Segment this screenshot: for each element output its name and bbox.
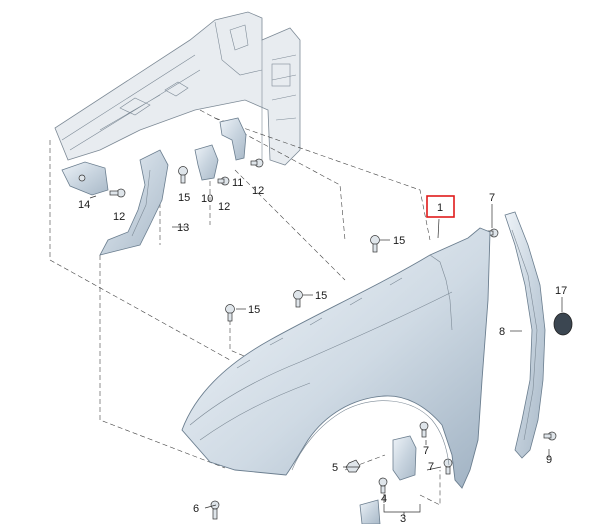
bolt-15b bbox=[370, 235, 380, 253]
callout-7-low[interactable]: 7 bbox=[428, 461, 434, 473]
callout-9[interactable]: 9 bbox=[546, 454, 552, 466]
seal-strip-8 bbox=[504, 211, 546, 459]
fasteners bbox=[109, 158, 557, 520]
callout-5[interactable]: 5 bbox=[332, 462, 338, 474]
callout-7-mid[interactable]: 7 bbox=[423, 445, 429, 457]
callout-3[interactable]: 3 bbox=[400, 513, 406, 524]
callout-15-c[interactable]: 15 bbox=[248, 304, 260, 316]
selected-part-highlight bbox=[426, 195, 455, 218]
plug-17 bbox=[553, 312, 573, 336]
callout-15-a[interactable]: 15 bbox=[393, 235, 405, 247]
bolt-7b bbox=[419, 421, 429, 438]
bracket-3 bbox=[359, 435, 417, 524]
callout-14[interactable]: 14 bbox=[78, 199, 90, 211]
bracket-14 bbox=[61, 161, 109, 196]
bolt-4 bbox=[378, 477, 388, 494]
callout-1[interactable]: 1 bbox=[437, 202, 443, 214]
body-frame bbox=[54, 11, 301, 166]
callout-8[interactable]: 8 bbox=[499, 326, 505, 338]
bracket-11 bbox=[219, 117, 247, 161]
callout-12-c[interactable]: 12 bbox=[252, 185, 264, 197]
bolt-15a bbox=[178, 166, 188, 184]
callout-17[interactable]: 17 bbox=[555, 285, 567, 297]
callout-12-b[interactable]: 12 bbox=[218, 201, 230, 213]
bolt-12c bbox=[250, 158, 264, 168]
callout-12-a[interactable]: 12 bbox=[113, 211, 125, 223]
callout-labels: 1 7 8 17 9 7 7 5 4 3 6 15 15 15 15 13 14… bbox=[78, 177, 567, 524]
bracket-10 bbox=[194, 144, 219, 181]
bolt-6 bbox=[210, 500, 220, 520]
bolt-15d bbox=[225, 304, 235, 322]
nut-5 bbox=[345, 459, 361, 473]
callout-7-top[interactable]: 7 bbox=[489, 192, 495, 204]
bolt-7c bbox=[443, 458, 453, 475]
callout-15-d[interactable]: 15 bbox=[178, 192, 190, 204]
callout-6[interactable]: 6 bbox=[193, 503, 199, 515]
bolt-9 bbox=[543, 431, 557, 441]
callout-13[interactable]: 13 bbox=[177, 222, 189, 234]
bolt-15c bbox=[293, 290, 303, 308]
callout-15-b[interactable]: 15 bbox=[315, 290, 327, 302]
fender-panel bbox=[181, 227, 491, 489]
bolt-12a bbox=[109, 188, 126, 198]
callout-4[interactable]: 4 bbox=[381, 493, 387, 505]
bracket-13 bbox=[99, 149, 169, 256]
callout-10[interactable]: 10 bbox=[201, 193, 213, 205]
bolt-12b bbox=[217, 176, 230, 186]
callout-11[interactable]: 11 bbox=[232, 177, 243, 189]
leader-lines bbox=[89, 195, 563, 516]
